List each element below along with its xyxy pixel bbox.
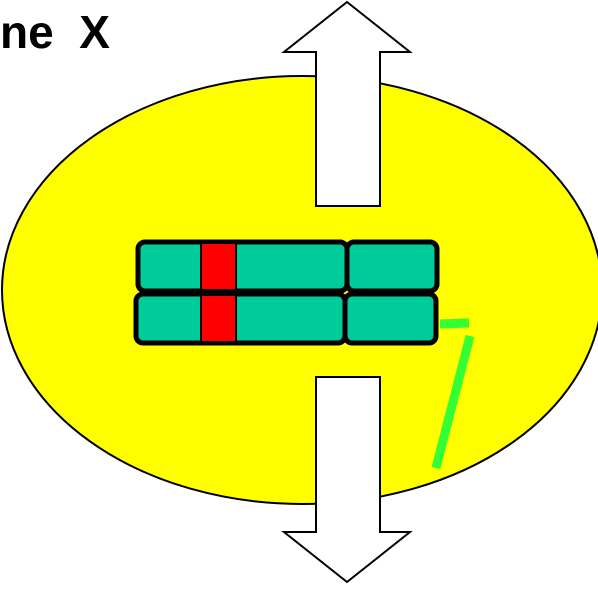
chromatid-top-short-arm <box>347 242 437 291</box>
fragment-short-piece <box>440 323 469 324</box>
slide-title: ne X <box>0 2 110 62</box>
centromere-top <box>201 244 236 289</box>
chromatid-top <box>138 242 437 291</box>
chromatid-bottom-long-arm <box>136 294 345 343</box>
chromatid-top-long-arm <box>138 242 347 291</box>
chromatid-bottom <box>136 294 436 343</box>
chromatid-bottom-short-arm <box>345 294 436 343</box>
centromere-bottom <box>201 296 236 341</box>
